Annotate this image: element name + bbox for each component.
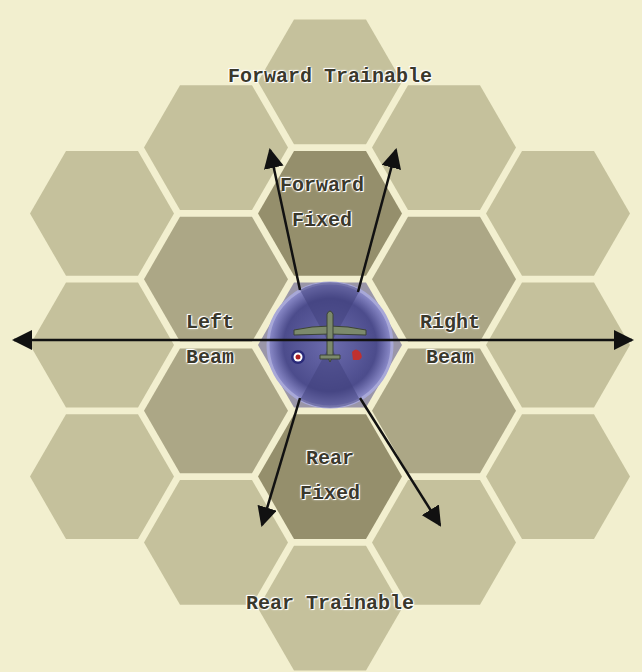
arc-label: Rear Fixed [280, 441, 380, 511]
hex-cell [486, 283, 630, 408]
hex-cell [258, 283, 402, 408]
hex-cell [258, 414, 402, 539]
hex-cell [372, 85, 516, 210]
hex-cell [30, 414, 174, 539]
arc-arrows [14, 150, 632, 525]
hex-cell [486, 414, 630, 539]
hex-cell [144, 85, 288, 210]
arc-label: Right Beam [400, 305, 500, 375]
hex-cell [258, 151, 402, 276]
roundel-symbol [291, 350, 305, 364]
hex-cell [30, 151, 174, 276]
squadron-badge [352, 350, 362, 361]
hex-cell [486, 151, 630, 276]
hex-cell [372, 480, 516, 605]
arc-label: Forward Fixed [272, 168, 372, 238]
center-disc [268, 283, 392, 407]
arc-label: Left Beam [160, 305, 260, 375]
aircraft-symbol [294, 311, 366, 362]
arc-label: Forward Trainable [228, 59, 432, 94]
hex-cell [144, 480, 288, 605]
arc-label: Rear Trainable [246, 586, 414, 621]
hex-cell [30, 283, 174, 408]
